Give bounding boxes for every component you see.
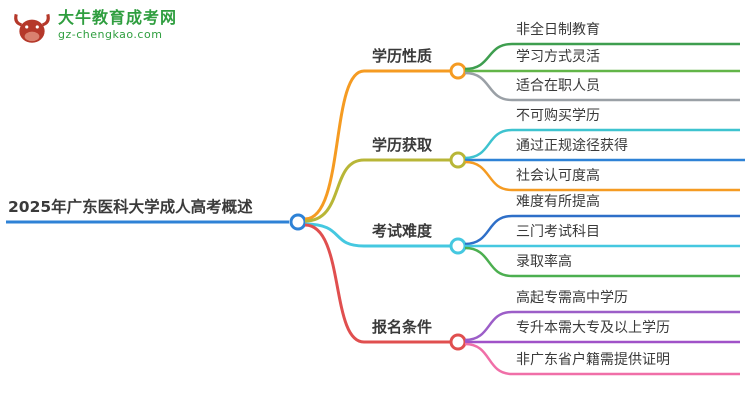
branch-line <box>304 223 450 344</box>
leaf-label: 高起专需高中学历 <box>516 290 628 306</box>
leaf-label: 通过正规途径获得 <box>516 138 628 154</box>
leaf-label: 社会认可度高 <box>516 168 600 184</box>
leaf-line <box>464 246 740 278</box>
leaf-line <box>464 160 740 192</box>
root-topic-label: 2025年广东医科大学成人高考概述 <box>8 198 253 216</box>
branch-label-baoming-tiaojian: 报名条件 <box>372 318 433 336</box>
leaf-line <box>464 310 740 342</box>
leaf-label: 学习方式灵活 <box>516 49 600 65</box>
leaf-label: 难度有所提高 <box>516 194 600 210</box>
logo-title: 大牛教育成考网 <box>58 8 178 27</box>
branch-label-xueli-xingzhi: 学历性质 <box>372 47 433 65</box>
leaf-line <box>464 214 740 246</box>
root-node-circle <box>289 213 307 231</box>
leaf-line <box>464 42 740 71</box>
leaf-line <box>464 342 740 376</box>
leaf-label: 录取率高 <box>516 254 572 270</box>
leaf-line <box>464 71 740 102</box>
site-logo: 大牛教育成考网 gz-chengkao.com <box>12 8 177 48</box>
logo-subtitle: gz-chengkao.com <box>58 28 163 41</box>
branch-label-xueli-huoqu: 学历获取 <box>372 136 433 154</box>
leaf-label: 非广东省户籍需提供证明 <box>516 352 670 368</box>
leaf-label: 三门考试科目 <box>516 224 600 240</box>
leaf-label: 不可购买学历 <box>516 108 600 124</box>
branch-line <box>304 69 450 221</box>
bull-logo-icon <box>14 13 50 43</box>
branch-label-kaoshi-nandu: 考试难度 <box>372 222 433 240</box>
leaf-label: 专升本需大专及以上学历 <box>516 320 670 336</box>
branch-line <box>304 158 450 223</box>
branch-line <box>304 222 450 248</box>
leaf-label: 适合在职人员 <box>516 78 600 94</box>
leaf-line <box>464 128 740 160</box>
leaf-label: 非全日制教育 <box>516 22 600 38</box>
